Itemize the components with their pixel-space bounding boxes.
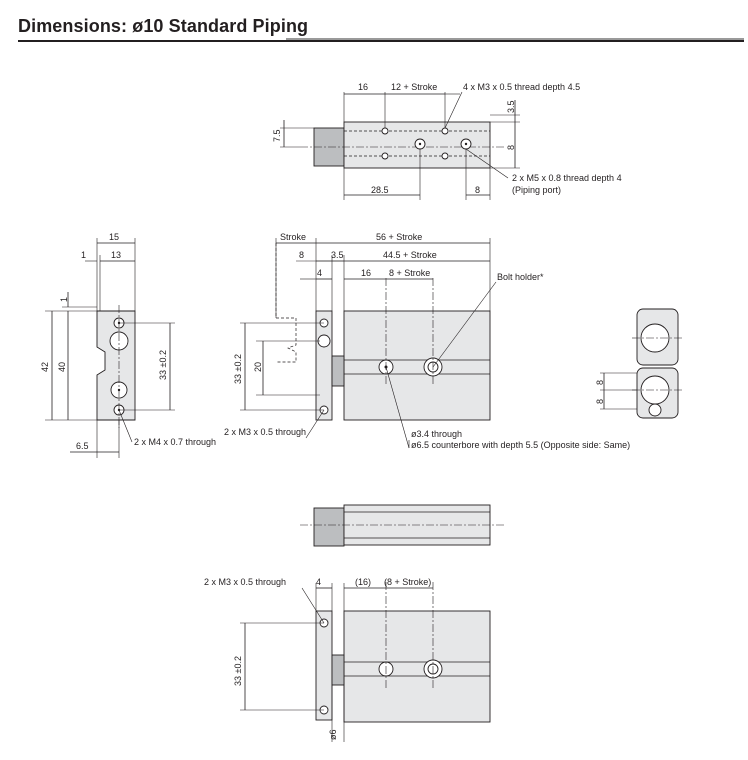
side-dim-42: 42 (40, 362, 50, 372)
top-view: 16 12 + Stroke 4 x M3 x 0.5 thread depth… (272, 82, 622, 200)
side-thread-m4: 2 x M4 x 0.7 through (134, 437, 216, 447)
front-thread-m3: 2 x M3 x 0.5 through (224, 427, 306, 437)
plan-rod-end (313, 507, 345, 547)
front-dim-4: 4 (317, 268, 322, 278)
bottom-dim-4: 4 (316, 577, 321, 587)
top-piping-port: (Piping port) (512, 185, 561, 195)
side-dim-1-left: 1 (59, 297, 69, 302)
side-view: 15 1 13 1 42 40 33 ±0.2 6.5 2 x M4 x 0.7… (40, 232, 216, 458)
front-bolt-holder: Bolt holder* (497, 272, 544, 282)
bottom-dim-6: ø6 (328, 729, 338, 740)
top-dim-8-bottom: 8 (475, 185, 480, 195)
page-title: Dimensions: ø10 Standard Piping (18, 16, 309, 36)
bottom-dim-16: (16) (355, 577, 371, 587)
front-bore-2: ø6.5 counterbore with depth 5.5 (Opposit… (411, 440, 630, 450)
front-body (343, 310, 491, 421)
side-dim-13: 13 (111, 250, 121, 260)
end-dim-8-a: 8 (595, 380, 605, 385)
title-rule (18, 40, 744, 42)
front-bore-1: ø3.4 through (411, 429, 462, 439)
plan-view (300, 504, 505, 547)
top-dim-12-stroke: 12 + Stroke (391, 82, 437, 92)
end-dim-8-b: 8 (595, 399, 605, 404)
bottom-view: 2 x M3 x 0.5 through 4 (16) (8 + Stroke)… (204, 577, 491, 742)
front-rod (331, 355, 345, 387)
bottom-dim-8-stroke: (8 + Stroke) (384, 577, 431, 587)
top-dim-7-5: 7.5 (272, 129, 282, 142)
side-dim-33: 33 ±0.2 (158, 350, 168, 380)
bottom-rod (331, 654, 345, 686)
bottom-thread-m3: 2 x M3 x 0.5 through (204, 577, 286, 587)
top-dim-3-5: 3.5 (506, 100, 516, 113)
side-dim-40: 40 (57, 362, 67, 372)
top-dim-8-right: 8 (506, 145, 516, 150)
front-dim-16: 16 (361, 268, 371, 278)
front-dim-44-5-stroke: 44.5 + Stroke (383, 250, 437, 260)
side-dim-15: 15 (109, 232, 119, 242)
top-thread-m5: 2 x M5 x 0.8 thread depth 4 (512, 173, 622, 183)
front-dim-20: 20 (253, 362, 263, 372)
top-thread-m3: 4 x M3 x 0.5 thread depth 4.5 (463, 82, 580, 92)
front-dim-33: 33 ±0.2 (233, 354, 243, 384)
top-dim-16: 16 (358, 82, 368, 92)
side-dim-1-top: 1 (81, 250, 86, 260)
front-dim-56-stroke: 56 + Stroke (376, 232, 422, 242)
end-view: 8 8 (595, 308, 682, 419)
side-dim-6-5: 6.5 (76, 441, 89, 451)
top-dim-28-5: 28.5 (371, 185, 389, 195)
bottom-dim-33: 33 ±0.2 (233, 656, 243, 686)
front-dim-8: 8 (299, 250, 304, 260)
front-dim-stroke: Stroke (280, 232, 306, 242)
front-view: Stroke 56 + Stroke 8 3.5 44.5 + Stroke 4… (224, 232, 630, 450)
bottom-body (343, 610, 491, 723)
front-dim-3-5: 3.5 (331, 250, 344, 260)
front-dim-8-stroke: 8 + Stroke (389, 268, 430, 278)
